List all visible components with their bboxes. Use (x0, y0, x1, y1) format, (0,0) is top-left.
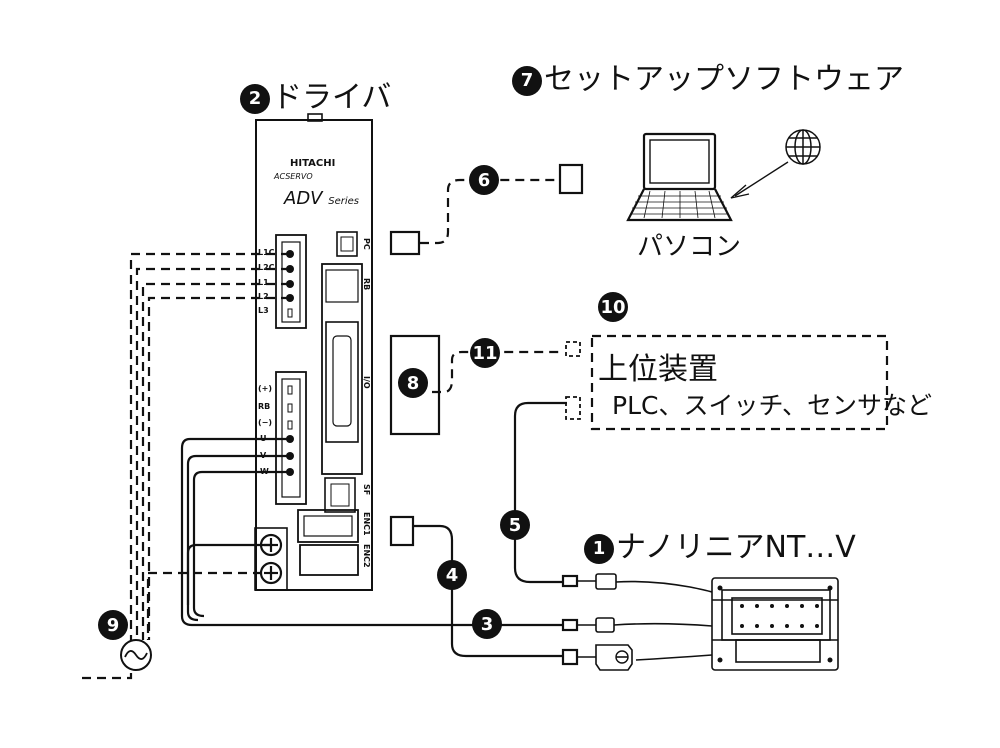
ground-screw-icon (259, 533, 283, 585)
terminal-label: U (260, 434, 267, 443)
label-pc: パソコン (637, 232, 742, 262)
port-label: PC (362, 238, 371, 250)
port-label: I/O (362, 376, 371, 389)
terminal-label: V (260, 451, 267, 460)
driver-series-sub: Series (328, 196, 359, 207)
number-badge: 2 (240, 83, 270, 114)
ac-source-icon (120, 639, 152, 671)
terminal-label: W (260, 467, 269, 476)
terminal-label: L2C (258, 263, 275, 272)
number-badge: 8 (398, 368, 428, 398)
label-driver-text: ドライバ (272, 80, 392, 115)
port-label: SF (362, 484, 371, 496)
label-host: 上位装置 (598, 352, 718, 387)
port-label: ENC2 (362, 544, 371, 568)
port-label: ENC1 (362, 512, 371, 536)
terminal-label: (−) (258, 418, 273, 427)
number-badge: 11 (470, 338, 500, 368)
number-badge: 9 (98, 610, 128, 640)
number-badge: 10 (598, 292, 628, 322)
actuator-unit (577, 573, 839, 671)
driver-unit (254, 113, 373, 591)
number-badge: 5 (500, 510, 530, 540)
number-badge: 6 (469, 165, 499, 195)
number-badge: 1 (584, 533, 614, 564)
driver-brand: HITACHI (290, 158, 336, 169)
terminal-label: L1 (258, 278, 269, 287)
label-host-sub: PLC、スイッチ、センサなど (612, 391, 932, 420)
terminal-label: RB (258, 402, 271, 411)
globe-icon (785, 129, 821, 165)
terminal-label: L1C (258, 248, 275, 257)
driver-model: ACSERVO (274, 172, 313, 181)
laptop-icon (626, 132, 733, 222)
terminal-label: L2 (258, 292, 269, 301)
terminal-label: (+) (258, 384, 273, 393)
driver-series-main: ADV (284, 188, 323, 209)
number-badge: 4 (437, 560, 467, 590)
terminal-label: L3 (258, 306, 269, 315)
number-badge: 3 (472, 609, 502, 639)
number-badge: 7 (512, 65, 542, 96)
label-actuator-text: ナノリニアNT…V (616, 530, 856, 565)
port-label: RB (362, 278, 371, 291)
driver-series: ADV Series (284, 188, 359, 209)
label-setup-software-text: セットアップソフトウェア (544, 62, 904, 97)
